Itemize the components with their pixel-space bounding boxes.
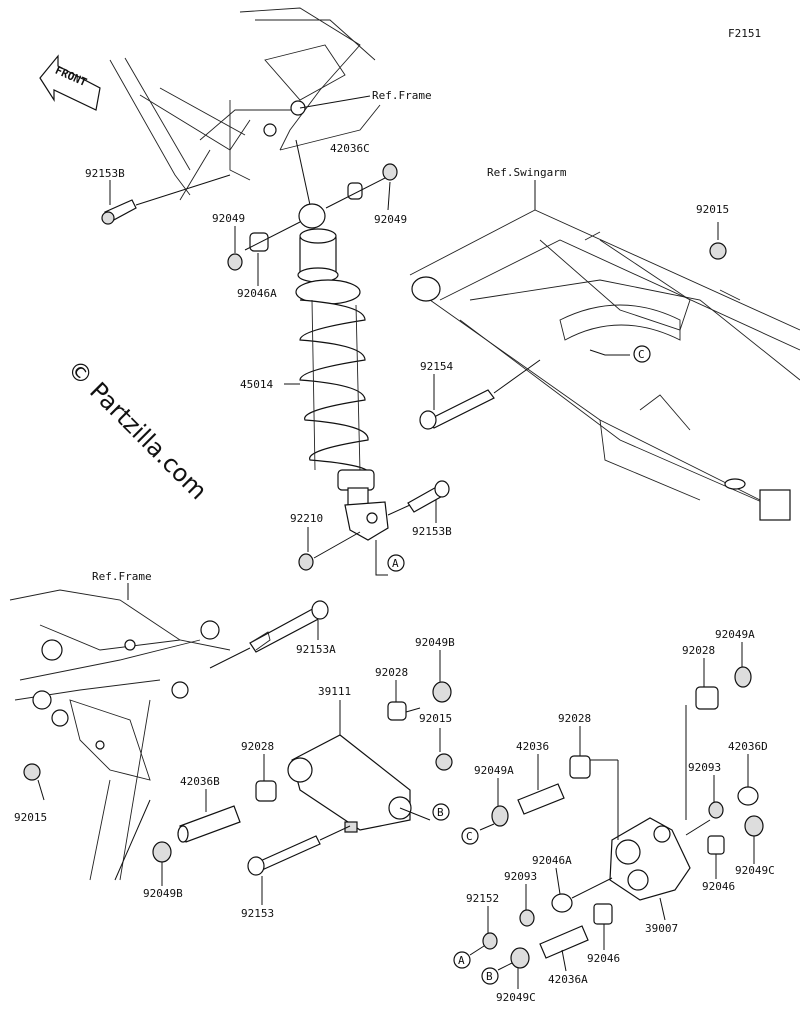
sleeve-42036 xyxy=(517,783,565,815)
bearing-92046-right xyxy=(707,835,725,855)
label-92046-right: 92046 xyxy=(702,880,735,893)
shock-absorber xyxy=(295,139,389,541)
label-92049C-right: 92049C xyxy=(735,864,775,877)
label-92049A-mid: 92049A xyxy=(474,764,514,777)
tie-rod-39111 xyxy=(287,734,412,833)
label-42036D: 42036D xyxy=(728,740,768,753)
nut-92210 xyxy=(298,553,314,571)
seal-92093-a xyxy=(708,801,724,819)
label-92210: 92210 xyxy=(290,512,323,525)
label-92028-d: 92028 xyxy=(558,712,591,725)
label-92046-bot: 92046 xyxy=(587,952,620,965)
sleeve-42036D xyxy=(737,786,759,806)
label-92153: 92153 xyxy=(241,907,274,920)
label-92028-a: 92028 xyxy=(375,666,408,679)
bolt-92153A xyxy=(249,600,329,653)
svg-text:A: A xyxy=(458,954,465,967)
label-42036: 42036 xyxy=(516,740,549,753)
label-92049C-bot: 92049C xyxy=(496,991,536,1004)
washer-92049-left xyxy=(227,253,243,271)
callout-c1 xyxy=(633,345,651,363)
callout-a2 xyxy=(453,951,471,969)
label-92049B-bot: 92049B xyxy=(143,887,183,900)
label-92028-b: 92028 xyxy=(241,740,274,753)
frame-bottom xyxy=(9,589,231,881)
collar-92046A-bot xyxy=(551,893,573,913)
label-42036B: 42036B xyxy=(180,775,220,788)
label-42036C: 42036C xyxy=(330,142,370,155)
collar-92028-d xyxy=(569,755,591,779)
label-92154: 92154 xyxy=(420,360,453,373)
figure-code: F2151 xyxy=(728,27,761,40)
svg-text:C: C xyxy=(466,830,473,843)
ref-frame-bottom: Ref.Frame xyxy=(92,570,152,583)
seal-92049B-top xyxy=(432,681,452,703)
label-92153B-mid: 92153B xyxy=(412,525,452,538)
label-92049A-top: 92049A xyxy=(715,628,755,641)
frame-top xyxy=(109,7,381,201)
label-39111: 39111 xyxy=(318,685,351,698)
callout-b1 xyxy=(432,803,450,821)
label-92049-left: 92049 xyxy=(212,212,245,225)
label-39007: 39007 xyxy=(645,922,678,935)
collar-92028-a xyxy=(387,701,407,721)
label-45014: 45014 xyxy=(240,378,273,391)
label-92093-b: 92093 xyxy=(504,870,537,883)
nut-92015-left xyxy=(23,763,41,781)
callout-c2 xyxy=(461,827,479,845)
swingarm xyxy=(409,209,800,521)
label-92015-top: 92015 xyxy=(696,203,729,216)
seal-92049C-right xyxy=(744,815,764,837)
label-92152: 92152 xyxy=(466,892,499,905)
sleeve-42036A xyxy=(539,925,589,959)
bolt-92153B-mid xyxy=(407,480,450,513)
callout-a1 xyxy=(387,554,405,572)
front-arrow-icon: FRONT xyxy=(39,54,101,111)
ref-frame-top: Ref.Frame xyxy=(372,89,432,102)
seal-92049A-mid xyxy=(491,805,509,827)
seal-92049B-bot xyxy=(152,841,172,863)
label-92028-c: 92028 xyxy=(682,644,715,657)
collar-92046A-top xyxy=(249,232,269,252)
label-92015-mid: 92015 xyxy=(419,712,452,725)
ref-swingarm: Ref.Swingarm xyxy=(487,166,567,179)
label-92153A: 92153A xyxy=(296,643,336,656)
nut-92015-mid xyxy=(435,753,453,771)
nut-92015-top xyxy=(709,242,727,260)
seal-92049A-top xyxy=(734,666,752,688)
washer-92049-right xyxy=(382,163,398,181)
seal-92049C-bot xyxy=(510,947,530,969)
svg-text:B: B xyxy=(437,806,444,819)
label-92153B-top: 92153B xyxy=(85,167,125,180)
label-92015-left: 92015 xyxy=(14,811,47,824)
label-92046A-bot: 92046A xyxy=(532,854,572,867)
label-92049B-top: 92049B xyxy=(415,636,455,649)
collar-92028-c xyxy=(695,686,719,710)
label-92046A-top: 92046A xyxy=(237,287,277,300)
label-42036A: 42036A xyxy=(548,973,588,986)
label-92049-right: 92049 xyxy=(374,213,407,226)
collar-92028-b xyxy=(255,780,277,802)
callout-b2 xyxy=(481,967,499,985)
sleeve-42036B xyxy=(177,805,241,843)
watermark: © Partzilla.com xyxy=(62,354,213,505)
bolt-92153 xyxy=(247,835,321,876)
bearing-92046-bot xyxy=(593,903,613,925)
svg-text:A: A xyxy=(392,557,399,570)
washer-92152 xyxy=(482,932,498,950)
bolt-92153B-top xyxy=(101,174,231,225)
seal-92093-b xyxy=(519,909,535,927)
rocker-arm-39007 xyxy=(609,817,691,901)
svg-text:B: B xyxy=(486,970,493,983)
svg-text:C: C xyxy=(638,348,645,361)
label-92093-a: 92093 xyxy=(688,761,721,774)
bolt-92154 xyxy=(419,389,495,430)
